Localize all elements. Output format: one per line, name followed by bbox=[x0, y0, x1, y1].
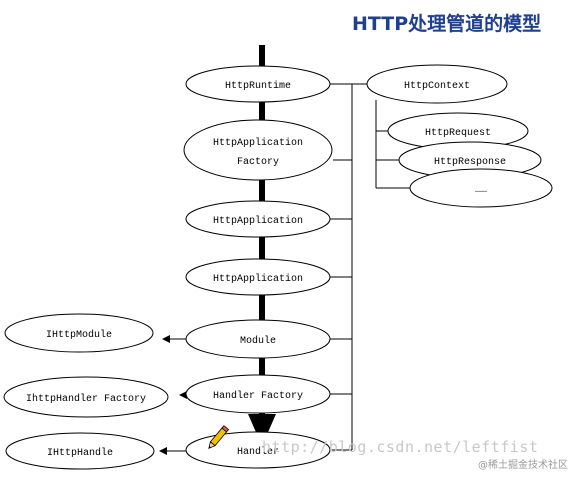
node-http-application-1-label: HttpApplication bbox=[213, 215, 303, 227]
node-http-application-factory: HttpApplication Factory bbox=[183, 119, 333, 181]
node-http-application-2-label: HttpApplication bbox=[213, 273, 303, 285]
node-ihttp-handle: IHttpHandle bbox=[5, 432, 155, 470]
node-module: Module bbox=[185, 319, 331, 359]
node-handler-factory: Handler Factory bbox=[185, 374, 331, 414]
node-factory-label-line1: HttpApplication bbox=[213, 137, 303, 149]
node-ihttp-module-label: IHttpModule bbox=[46, 329, 112, 341]
node-http-runtime: HttpRuntime bbox=[185, 65, 331, 103]
node-http-request-label: HttpRequest bbox=[425, 128, 491, 139]
pipeline-arrowhead bbox=[248, 414, 276, 446]
node-http-response-label: HttpResponse bbox=[434, 157, 506, 168]
community-watermark: @稀土掘金技术社区 bbox=[478, 460, 568, 471]
node-http-context-label: HttpContext bbox=[404, 81, 470, 92]
node-factory-label-line2: Factory bbox=[237, 157, 279, 168]
node-http-application-2: HttpApplication bbox=[185, 258, 331, 296]
node-ellipsis: …… bbox=[409, 168, 553, 208]
node-module-label: Module bbox=[240, 335, 276, 347]
node-ihttp-handler-factory-label: IhttpHandler Factory bbox=[26, 393, 146, 405]
node-http-runtime-label: HttpRuntime bbox=[225, 80, 291, 92]
node-ihttp-handle-label: IHttpHandle bbox=[47, 447, 113, 459]
pencil-icon bbox=[208, 425, 230, 449]
node-ihttp-handler-factory: IhttpHandler Factory bbox=[3, 376, 169, 418]
node-handler-factory-label: Handler Factory bbox=[213, 390, 303, 402]
node-handler: Handler bbox=[185, 431, 331, 469]
page-title: HTTP处理管道的模型 bbox=[352, 13, 542, 35]
node-ellipsis-label: …… bbox=[475, 185, 487, 196]
blog-watermark: http://blog.csdn.net/leftfist bbox=[262, 438, 539, 456]
node-http-application-1: HttpApplication bbox=[185, 200, 331, 238]
node-http-context: HttpContext bbox=[366, 64, 508, 104]
node-ihttp-module: IHttpModule bbox=[4, 313, 154, 353]
node-handler-label: Handler bbox=[237, 446, 279, 458]
